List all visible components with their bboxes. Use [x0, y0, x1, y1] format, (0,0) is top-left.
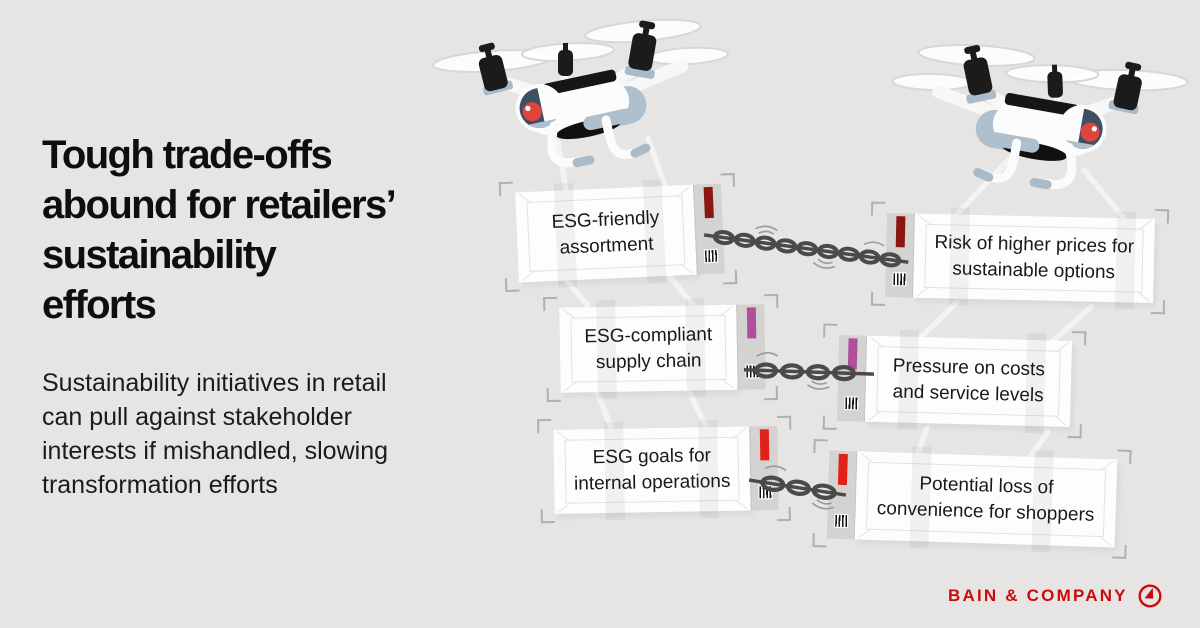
- corner-mark: [540, 508, 555, 524]
- cargo-stripe: [847, 338, 858, 370]
- page-subtitle: Sustainability initiatives in retail can…: [42, 369, 388, 499]
- cargo-endcap: [836, 334, 868, 422]
- brand-name: BAIN & COMPANY: [948, 586, 1128, 605]
- barcode-icon: [891, 272, 907, 287]
- bain-compass-icon: [1138, 584, 1162, 608]
- barcode-icon: [703, 248, 718, 264]
- banner-risk-of-higher-prices: Risk of higher prices for sustainable op…: [870, 201, 1170, 315]
- banner-esg-compliant-supply-chain: ESG-compliant supply chain: [543, 293, 779, 403]
- banner-esg-goals-internal-operations: ESG goals for internal operations: [537, 415, 792, 524]
- cargo-endcap: [736, 304, 766, 390]
- page-title: Tough trade-offs abound for retailers’ s…: [42, 133, 397, 327]
- cargo-endcap: [826, 450, 858, 540]
- corner-mark: [764, 293, 779, 309]
- banner-label: ESG goals for internal operations: [573, 445, 731, 495]
- barcode-icon: [843, 396, 859, 411]
- banner-label: Risk of higher prices for sustainable op…: [934, 232, 1135, 284]
- corner-mark: [546, 387, 561, 403]
- corner-mark: [776, 506, 791, 522]
- banner-label: ESG-compliant supply chain: [584, 323, 713, 373]
- barcode-icon: [757, 485, 773, 500]
- corner-mark: [870, 201, 886, 216]
- corner-mark: [1117, 449, 1132, 464]
- cargo-stripe: [895, 216, 905, 248]
- corner-mark: [822, 415, 838, 430]
- corner-mark: [537, 418, 552, 434]
- corner-mark: [722, 269, 738, 285]
- banner-potential-loss-of-convenience: Potential loss of convenience for shoppe…: [812, 439, 1132, 559]
- banner-label: ESG-friendly assortment: [551, 207, 660, 259]
- corner-mark: [720, 172, 736, 188]
- barcode-icon: [833, 513, 848, 529]
- banner-label: Pressure on costs and service levels: [892, 355, 1046, 407]
- corner-mark: [777, 415, 792, 431]
- corner-mark: [870, 291, 886, 306]
- right-drone-illustration: [899, 21, 1196, 226]
- brand-footer: BAIN & COMPANY: [948, 583, 1163, 609]
- corner-mark: [813, 439, 828, 454]
- cargo-stripe: [746, 307, 756, 339]
- corner-mark: [763, 385, 778, 401]
- corner-mark: [1071, 331, 1087, 346]
- barcode-icon: [744, 364, 760, 379]
- corner-mark: [823, 323, 838, 338]
- cargo-endcap: [749, 426, 779, 511]
- banner-pressure-on-costs: Pressure on costs and service levels: [822, 323, 1087, 439]
- cargo-stripe: [759, 429, 769, 461]
- corner-mark: [543, 296, 558, 312]
- cargo-stripe: [837, 453, 848, 486]
- banner-label: Potential loss of convenience for shoppe…: [876, 473, 1095, 526]
- corner-mark: [812, 533, 827, 548]
